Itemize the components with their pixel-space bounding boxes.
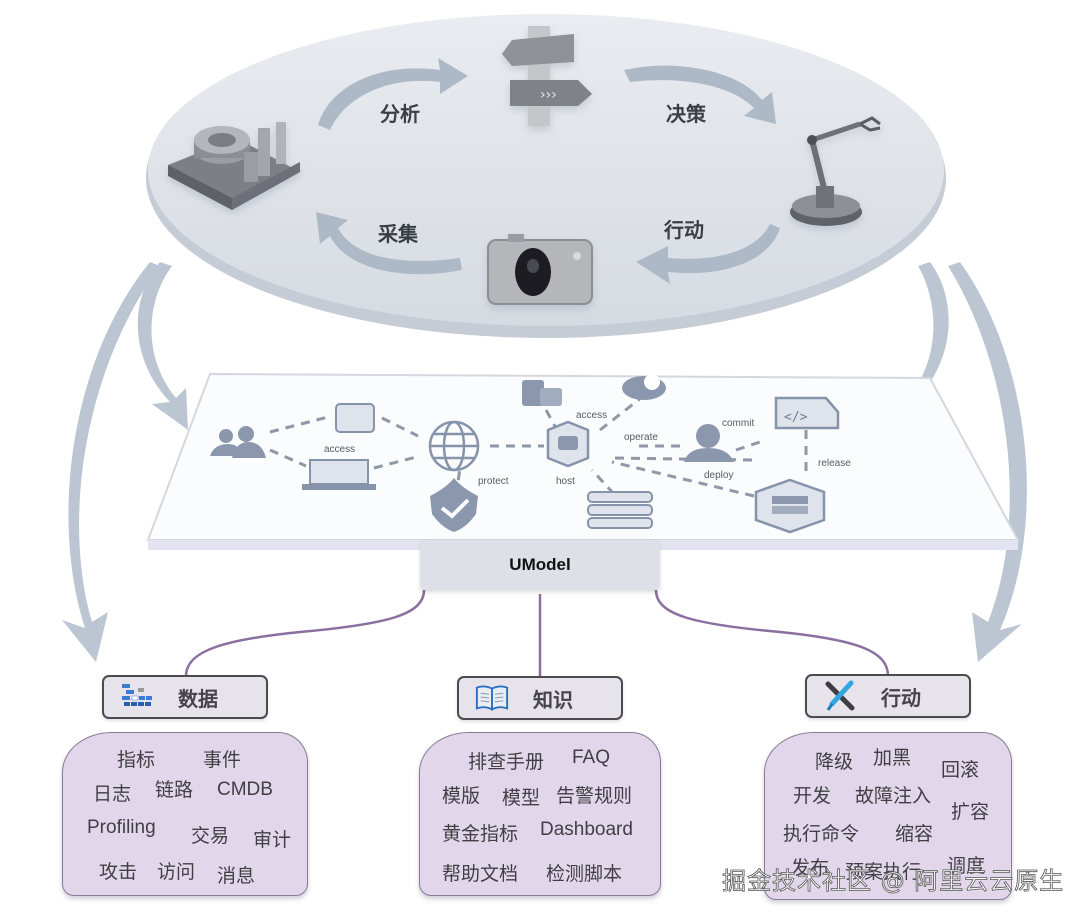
- arrow-right-outer: [948, 262, 1027, 662]
- svg-text:›››: ›››: [540, 87, 557, 103]
- tablet-icon: [335, 403, 375, 433]
- tag: 回滚: [941, 759, 980, 781]
- tag: 缩容: [895, 823, 934, 845]
- tag: Profiling: [87, 817, 156, 838]
- label-access-left: access: [324, 444, 355, 455]
- topology-platform: [146, 372, 1020, 550]
- tag: 攻击: [99, 861, 138, 883]
- code-file-icon: </>: [774, 396, 840, 430]
- category-header-data: 数据: [102, 675, 268, 719]
- tag: 帮助文档: [442, 863, 519, 885]
- label-release: release: [818, 458, 851, 469]
- laptop-icon: [302, 459, 376, 490]
- arrow-decide: [624, 65, 776, 124]
- tag: 开发: [793, 785, 832, 807]
- tag: 事件: [203, 749, 242, 771]
- tag: 发布: [791, 857, 830, 879]
- tag: 预案执行: [845, 861, 922, 883]
- tag: 链路: [155, 779, 194, 801]
- factory-icon: [168, 122, 300, 210]
- data-grid-icon: [120, 682, 154, 712]
- cloud-upload-icon: [622, 374, 666, 400]
- tag: 排查手册: [468, 751, 545, 773]
- tag: 故障注入: [855, 785, 932, 807]
- server-rack-icon: [587, 491, 653, 529]
- tag: 审计: [253, 829, 292, 851]
- robot-arm-icon: [790, 116, 881, 226]
- tools-icon: [823, 680, 857, 711]
- label-operate: operate: [624, 432, 658, 443]
- cycle-label-analyze: 分析: [380, 102, 420, 126]
- users-icon: [210, 426, 266, 458]
- arrow-act: [636, 224, 780, 284]
- label-protect: protect: [478, 476, 509, 487]
- label-host: host: [556, 476, 575, 487]
- tag: 日志: [93, 783, 132, 805]
- watermark: 掘金技术社区 @ 阿里云云原生: [722, 867, 1065, 896]
- tag: 消息: [217, 865, 256, 887]
- category-title-action: 行动: [881, 685, 921, 710]
- connector-action: [654, 589, 890, 677]
- category-box-data: 指标 事件 日志 链路 CMDB Profiling 交易 审计 攻击 访问 消…: [62, 732, 308, 896]
- signpost-icon: ›››: [502, 26, 592, 126]
- category-header-knowledge: 知识: [457, 676, 623, 720]
- cycle-arrows: [316, 58, 780, 284]
- outer-arrows: [62, 262, 1027, 662]
- tag: 黄金指标: [442, 823, 519, 845]
- package-stack-icon: [754, 478, 826, 534]
- tag: 模版: [442, 785, 481, 807]
- umodel-node: UModel: [420, 540, 660, 590]
- tag: 降级: [815, 751, 854, 773]
- category-box-knowledge: 排查手册 FAQ 模版 模型 告警规则 黄金指标 Dashboard 帮助文档 …: [419, 732, 661, 896]
- camera-icon: [487, 234, 593, 305]
- label-commit: commit: [722, 418, 754, 429]
- tag: 访问: [157, 861, 196, 883]
- globe-icon: [428, 420, 480, 472]
- label-access-top: access: [576, 410, 607, 421]
- tag: CMDB: [217, 779, 273, 800]
- cycle-label-collect: 采集: [378, 222, 418, 246]
- user-icon: [684, 424, 734, 462]
- category-header-action: 行动: [805, 674, 971, 718]
- shield-icon: [430, 478, 478, 532]
- tag: 加黑: [873, 747, 912, 769]
- host-icon: [546, 420, 590, 468]
- connector-data: [184, 589, 426, 677]
- arrow-collect: [316, 212, 462, 275]
- database-icon: [522, 380, 562, 406]
- label-deploy: deploy: [704, 470, 733, 481]
- tag: 指标: [117, 749, 156, 771]
- tag: 交易: [191, 825, 230, 847]
- cycle-label-act: 行动: [664, 218, 704, 242]
- tag: Dashboard: [540, 819, 633, 840]
- tag: 告警规则: [556, 785, 633, 807]
- tag: FAQ: [572, 747, 611, 768]
- arrow-left-inner: [137, 262, 188, 430]
- category-box-action: 降级 加黑 回滚 开发 故障注入 扩容 执行命令 缩容 发布 预案执行 调度: [764, 732, 1012, 900]
- tag: 扩容: [951, 801, 990, 823]
- category-title-knowledge: 知识: [533, 687, 573, 712]
- cycle-label-decide: 决策: [666, 102, 706, 126]
- connectors: [184, 589, 890, 677]
- tag: 执行命令: [783, 823, 860, 845]
- arrow-left-outer: [62, 262, 160, 662]
- category-title-data: 数据: [178, 686, 218, 711]
- book-icon: [475, 683, 509, 713]
- tag: 检测脚本: [546, 863, 623, 885]
- tag: 模型: [502, 787, 541, 809]
- svg-text:</>: </>: [784, 410, 808, 425]
- arrow-collect-to-analyze: [318, 58, 468, 130]
- arrow-right-inner: [896, 262, 949, 430]
- tag: 调度: [947, 855, 986, 877]
